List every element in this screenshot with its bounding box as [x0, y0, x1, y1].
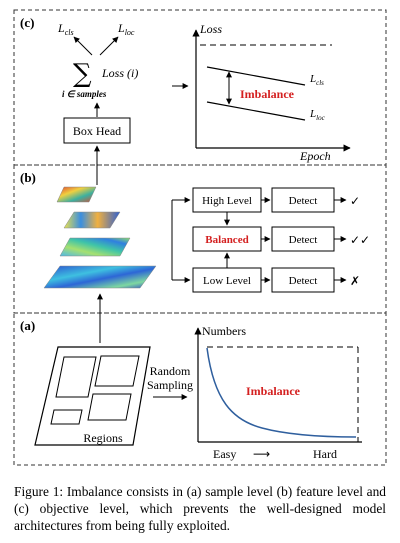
detect-box-balanced [271, 226, 335, 252]
numbers-imbalance-label: Imbalance [246, 384, 301, 398]
detect-box-low [271, 267, 335, 293]
detect-label-high: Detect [289, 195, 318, 207]
figure-caption: Figure 1: Imbalance consists in (a) samp… [14, 484, 386, 533]
panel-c-tag: (c) [20, 15, 34, 30]
panel-a-frame [13, 312, 387, 466]
balanced-label: Balanced [205, 234, 248, 246]
figure-diagram: (c) Lcls Lloc ∑ Loss (i) i ∈ samples Box… [13, 9, 387, 466]
detect-label-low: Detect [289, 275, 318, 287]
arrow-to-l-loc [99, 36, 119, 56]
balanced-box [192, 226, 262, 252]
loss-imbalance-label: Imbalance [240, 87, 295, 101]
detect-box-high [271, 187, 335, 213]
region-box-4 [50, 409, 83, 425]
feature-map-level-3 [63, 211, 121, 229]
l-cls-label: Lcls [57, 21, 74, 37]
l-cls-curve [206, 66, 306, 86]
double-check-icon: ✓✓ [350, 233, 370, 247]
region-box-3 [87, 393, 132, 421]
loss-x-label: Epoch [299, 149, 331, 163]
feature-map-level-4 [56, 186, 97, 203]
panel-a-tag: (a) [20, 318, 35, 333]
panel-b-frame [13, 164, 387, 314]
arrow-to-l-cls [73, 36, 93, 56]
low-level-label: Low Level [203, 275, 251, 287]
sample-distribution-curve [206, 347, 357, 438]
high-level-label: High Level [202, 195, 252, 207]
low-level-box [192, 267, 262, 293]
sum-term: Loss (i) [101, 66, 138, 80]
sum-index: i ∈ samples [62, 89, 107, 99]
box-head-label: Box Head [73, 124, 121, 138]
panel-c-frame [13, 9, 387, 166]
feature-map-level-1 [43, 265, 157, 289]
sum-symbol: ∑ [73, 59, 92, 89]
loss-y-label: Loss [199, 22, 222, 36]
cross-icon: ✗ [350, 274, 360, 288]
hard-label: Hard [313, 447, 337, 461]
l-loc-curve [206, 101, 306, 121]
easy-label: Easy [213, 447, 236, 461]
random-label: Random [150, 364, 191, 378]
panel-b-tag: (b) [20, 170, 36, 185]
detect-label-balanced: Detect [289, 234, 318, 246]
sampling-label: Sampling [147, 378, 193, 392]
easy-hard-arrow-icon: ⟶ [253, 447, 270, 461]
check-icon: ✓ [350, 194, 360, 208]
region-box-1 [55, 356, 97, 398]
regions-label: Regions [83, 431, 123, 445]
curve-l-loc-label: Lloc [309, 108, 326, 122]
curve-l-cls-label: Lcls [309, 73, 324, 87]
box-head [63, 117, 131, 144]
region-box-2 [94, 355, 140, 387]
l-loc-label: Lloc [117, 21, 135, 37]
numbers-y-label: Numbers [202, 324, 246, 338]
feature-map-level-2 [59, 237, 131, 257]
